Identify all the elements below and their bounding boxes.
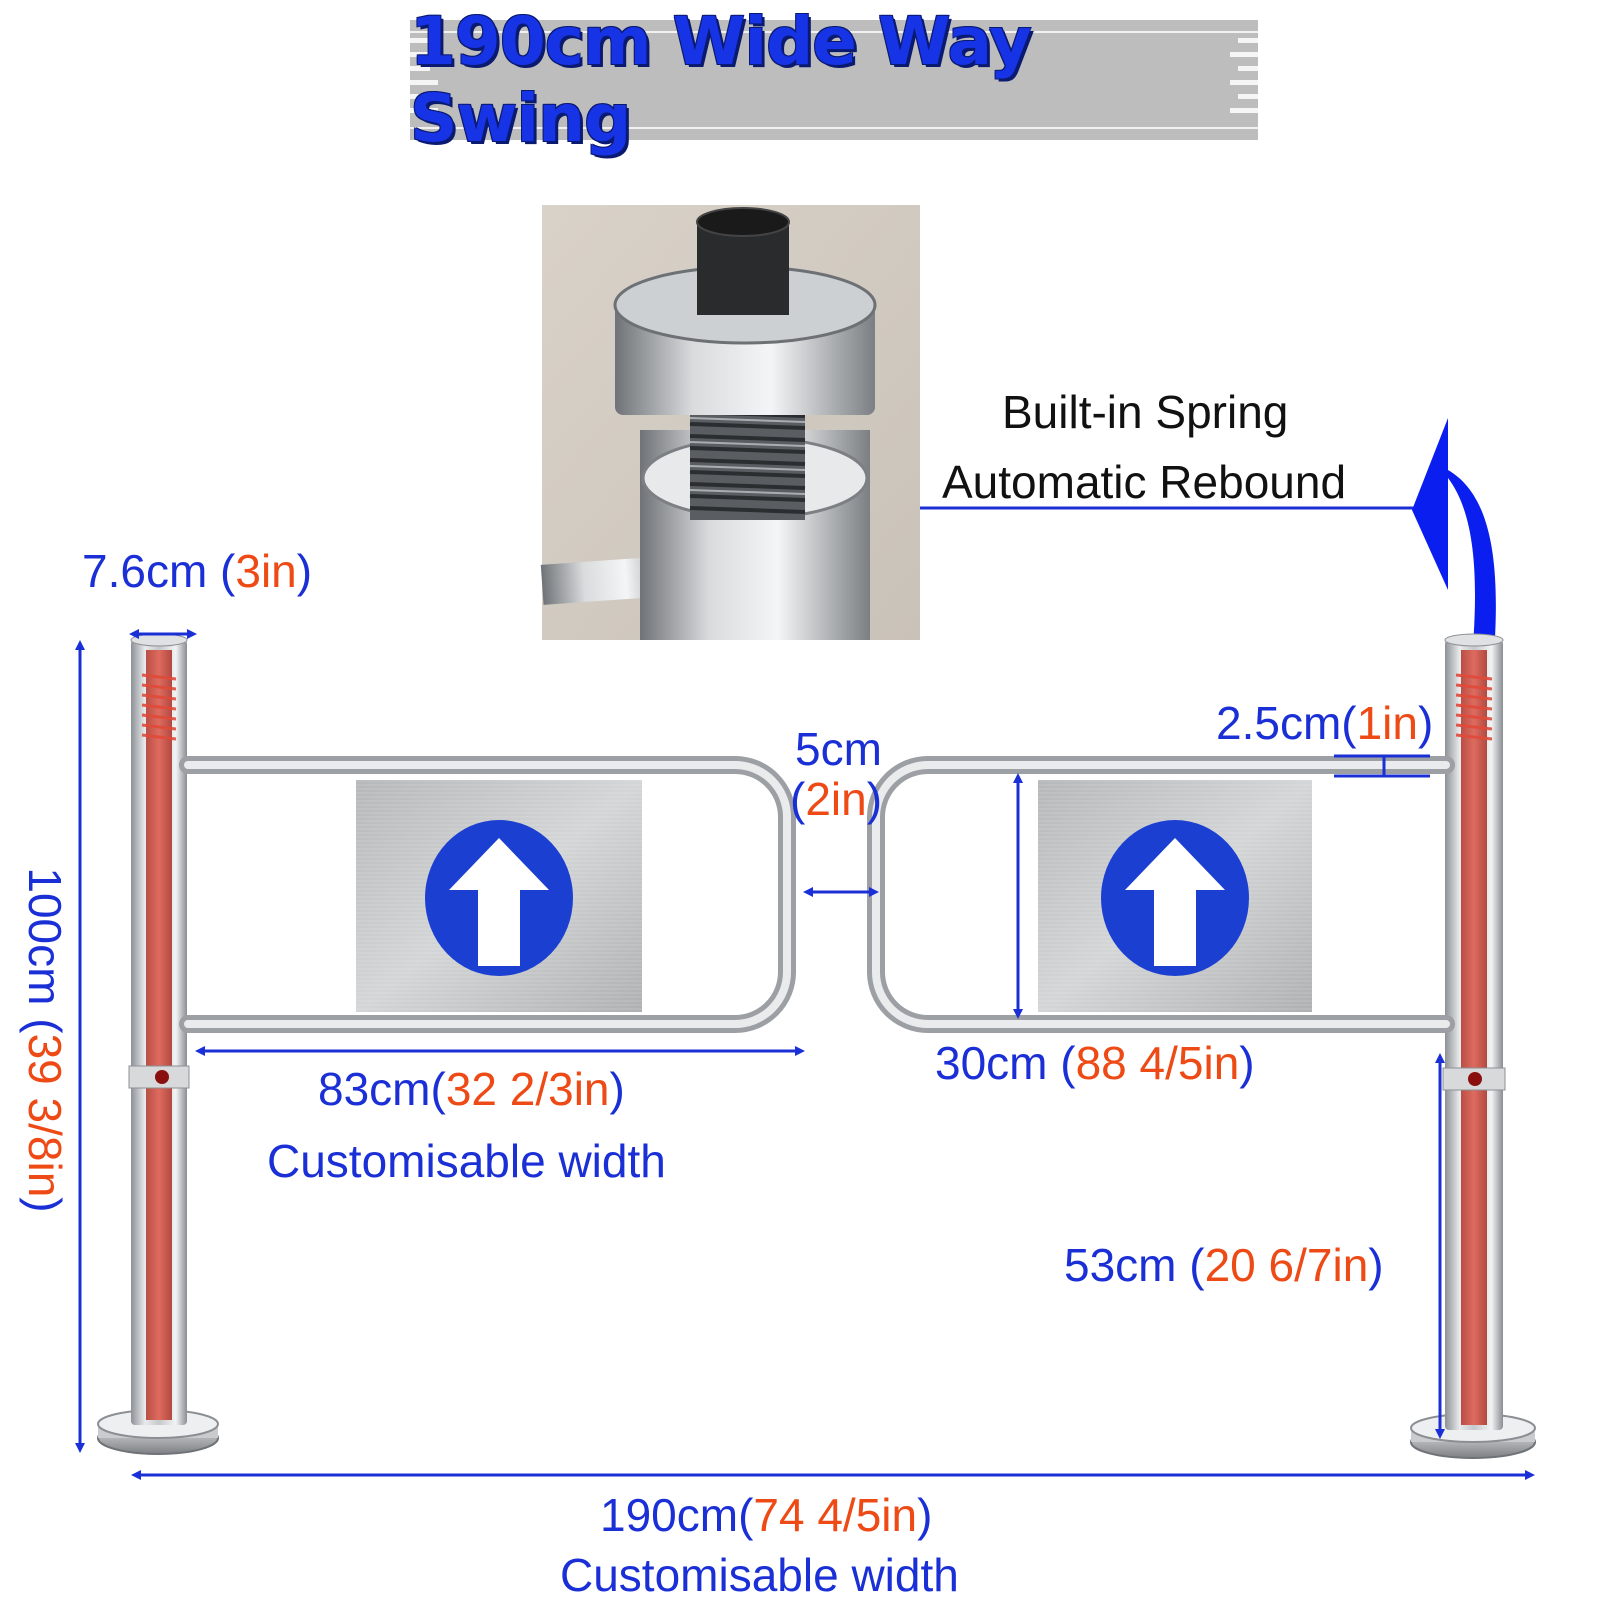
up-arrow-circle-icon [425, 820, 573, 976]
tube-diameter-metric: 2.5cm [1216, 697, 1342, 749]
total-width-note: Customisable width [560, 1549, 959, 1601]
callout-line-2: Automatic Rebound [942, 456, 1347, 508]
page-title: 190cm Wide Way Swing [410, 3, 1032, 157]
spring-photo [540, 205, 920, 640]
gap-imperial-label: (2in) [790, 773, 883, 825]
tube-diameter-label: 2.5cm(1in) [1216, 697, 1434, 749]
total-height-imperial: 39 3/8in [19, 1033, 71, 1198]
total-width-label: 190cm(74 4/5in) [600, 1489, 933, 1541]
spring-coil [689, 400, 806, 520]
title-banner-frame: 190cm Wide Way Swing [410, 3, 1258, 157]
up-arrow-circle-icon [1101, 820, 1249, 976]
panel-height-label: 30cm (88 4/5in) [935, 1037, 1255, 1089]
total-width-imperial: 74 4/5in [753, 1489, 918, 1541]
total-width-metric: 190cm [600, 1489, 739, 1541]
tube-diameter-dimension-marks [1334, 754, 1430, 778]
gap-imperial: 2in [805, 773, 867, 825]
arm-height-label: 53cm (20 6/7in) [1064, 1239, 1384, 1291]
arm-height-metric: 53cm [1064, 1239, 1177, 1291]
post-diameter-imperial: 3in [235, 545, 297, 597]
arm-length-note: Customisable width [267, 1135, 666, 1187]
post-diameter-metric: 7.6cm [82, 545, 208, 597]
right-gate-arm [867, 756, 1455, 1033]
curved-arrow-icon [1412, 418, 1496, 680]
panel-height-imperial: 88 4/5in [1075, 1037, 1240, 1089]
callout-line-1: Built-in Spring [1002, 386, 1289, 438]
tube-diameter-imperial: 1in [1356, 697, 1418, 749]
arm-length-metric: 83cm [318, 1063, 431, 1115]
gap-metric-label: 5cm [795, 723, 882, 775]
left-gate-arm [179, 756, 796, 1033]
post-diameter-label: 7.6cm (3in) [82, 545, 313, 597]
arm-length-label: 83cm(32 2/3in) [318, 1063, 625, 1115]
title-banner [410, 20, 1258, 140]
arm-height-imperial: 20 6/7in [1204, 1239, 1369, 1291]
panel-height-metric: 30cm [935, 1037, 1048, 1089]
right-post [1410, 633, 1536, 1459]
total-height-metric: 100cm [19, 867, 71, 1006]
left-post [97, 633, 219, 1455]
arm-length-imperial: 32 2/3in [445, 1063, 610, 1115]
